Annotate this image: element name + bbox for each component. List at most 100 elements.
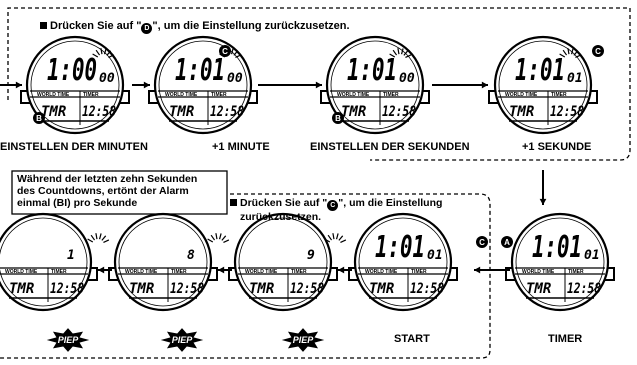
arrow-start-to-countdown-9 bbox=[338, 266, 352, 274]
watch-bottom-right-digits: 12:58 bbox=[210, 104, 244, 120]
arrow-watch-2-to-3 bbox=[258, 81, 322, 89]
piep-text: PIEP bbox=[58, 335, 80, 345]
button-c-icon-top: C bbox=[219, 45, 231, 57]
flash-burst-1 bbox=[92, 48, 115, 59]
watch-bottom-right-digits: 12:58 bbox=[410, 281, 444, 297]
arrow-watch-3-to-4 bbox=[432, 81, 488, 89]
watch-bottom-left-text: TMR bbox=[369, 281, 394, 297]
watch-bezel bbox=[493, 35, 593, 135]
flash-burst-6 bbox=[207, 233, 230, 244]
watch-tab-world-time: WORLD TIME bbox=[365, 269, 398, 275]
flash-burst-7 bbox=[87, 233, 110, 244]
svg-text:C: C bbox=[595, 47, 601, 56]
watch-bottom-right-digits: 12:58 bbox=[170, 281, 204, 297]
watch-bezel bbox=[25, 35, 125, 135]
watch-inner-ring bbox=[498, 40, 588, 130]
note-line-1: Während der letzten zehn Sekunden bbox=[17, 173, 198, 185]
watch-bottom-left-text: TMR bbox=[129, 281, 154, 297]
watch-bottom-right-digits: 12:58 bbox=[82, 104, 116, 120]
watch-bezel bbox=[0, 212, 93, 312]
watch-bottom-right-digits: 12:58 bbox=[550, 104, 584, 120]
label-plus-one-second: +1 SEKUNDE bbox=[522, 141, 592, 153]
watch-bottom-left-text: TMR bbox=[341, 104, 366, 120]
watch-bottom-left-text: TMR bbox=[509, 104, 534, 120]
watch-small-digits: 01 bbox=[584, 248, 600, 263]
piep-text: PIEP bbox=[293, 335, 315, 345]
watch-tab-world-time: WORLD TIME bbox=[125, 269, 158, 275]
arrow-8-to-1 bbox=[98, 266, 112, 274]
watch-bottom-right-digits: 12:58 bbox=[290, 281, 324, 297]
watch-bezel bbox=[510, 212, 610, 312]
watch-tab-world-time: WORLD TIME bbox=[522, 269, 555, 275]
flash-burst-3 bbox=[389, 48, 412, 59]
bottom-dashed-frame bbox=[0, 193, 491, 359]
note-box-frame bbox=[11, 170, 228, 215]
top-instruction: Drücken Sie auf "D", um die Einstellung … bbox=[40, 20, 350, 34]
note-line-3: einmal (BI) pro Sekunde bbox=[17, 197, 138, 209]
watch-main-digits: 1:01 bbox=[515, 53, 565, 88]
piep-burst-3: PIEP bbox=[281, 328, 325, 352]
watch-bezel bbox=[325, 35, 425, 135]
button-c-icon-2: C bbox=[592, 45, 604, 57]
watch-tab-timer: TIMER bbox=[411, 269, 427, 275]
watch-tab-world-time: WORLD TIME bbox=[37, 92, 70, 98]
countdown-note: Während der letzten zehn Sekunden des Co… bbox=[17, 173, 197, 209]
arrow-watch-1-to-2 bbox=[132, 81, 150, 89]
watch-small-digits: 00 bbox=[227, 71, 243, 86]
top-dashed-frame bbox=[7, 7, 631, 161]
svg-text:B: B bbox=[335, 114, 341, 123]
button-b-icon-2: B bbox=[332, 112, 344, 124]
piep-text: PIEP bbox=[172, 335, 194, 345]
watch-main-digits: 1:01 bbox=[375, 230, 425, 265]
arrow-timer-to-start bbox=[474, 266, 510, 274]
button-c-icon-3: C bbox=[476, 236, 488, 248]
label-set-minutes: EINSTELLEN DER MINUTEN bbox=[0, 141, 148, 153]
watch-tab-timer: TIMER bbox=[171, 269, 187, 275]
watch-tab-timer: TIMER bbox=[568, 269, 584, 275]
watch-tab-timer: TIMER bbox=[51, 269, 67, 275]
watch-tab-world-time: WORLD TIME bbox=[337, 92, 370, 98]
watch-tab-timer: TIMER bbox=[291, 269, 307, 275]
label-set-seconds: EINSTELLEN DER SEKUNDEN bbox=[310, 141, 470, 153]
watch-bottom-right-digits: 12:58 bbox=[382, 104, 416, 120]
watch-small-digits: 01 bbox=[427, 248, 443, 263]
watch-inner-ring bbox=[515, 217, 605, 307]
arrow-down-to-timer bbox=[539, 170, 547, 205]
watch-small-digits: 9 bbox=[307, 248, 315, 263]
note-line-2: des Countdowns, ertönt der Alarm bbox=[17, 185, 189, 197]
watch-main-digits: 1:01 bbox=[175, 53, 225, 88]
watch-bottom-right-digits: 12:58 bbox=[567, 281, 601, 297]
watch-tab-timer: TIMER bbox=[83, 92, 99, 98]
watch-inner-ring bbox=[30, 40, 120, 130]
watch-bezel bbox=[113, 212, 213, 312]
label-plus-one-minute: +1 MINUTE bbox=[212, 141, 270, 153]
bottom-instruction: Drücken Sie auf "C", um die Einstellung … bbox=[230, 197, 442, 223]
watch-bezel bbox=[233, 212, 333, 312]
arrow-into-first-watch bbox=[0, 81, 22, 89]
flash-burst-4 bbox=[559, 48, 582, 59]
label-timer: TIMER bbox=[548, 333, 583, 345]
watch-main-digits: 1:01 bbox=[532, 230, 582, 265]
watch-main-digits: 1:00 bbox=[47, 53, 97, 88]
watch-bottom-left-text: TMR bbox=[41, 104, 66, 120]
watch-inner-ring bbox=[358, 217, 448, 307]
watch-tab-world-time: WORLD TIME bbox=[5, 269, 38, 275]
watch-tab-timer: TIMER bbox=[551, 92, 567, 98]
svg-text:C: C bbox=[479, 238, 485, 247]
watch-tab-world-time: WORLD TIME bbox=[245, 269, 278, 275]
watch-small-digits: 00 bbox=[399, 71, 415, 86]
watch-tab-timer: TIMER bbox=[211, 92, 227, 98]
watch-tab-world-time: WORLD TIME bbox=[505, 92, 538, 98]
flash-burst-5 bbox=[324, 233, 347, 244]
piep-burst-2: PIEP bbox=[160, 328, 204, 352]
watch-inner-ring bbox=[330, 40, 420, 130]
arrow-9-to-8 bbox=[218, 266, 232, 274]
